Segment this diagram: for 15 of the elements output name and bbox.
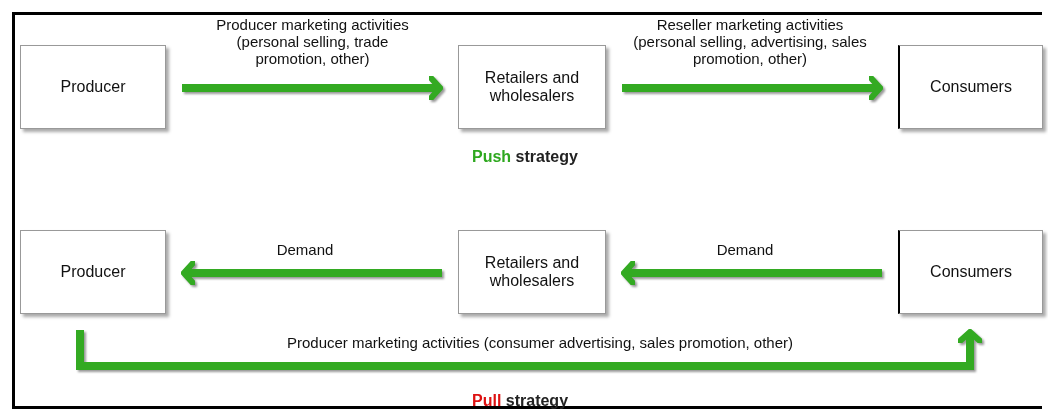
process-box: [458, 45, 606, 129]
box-label: Retailers and wholesalers: [483, 254, 581, 290]
process-box: [20, 230, 166, 314]
box-label: Producer: [60, 263, 126, 281]
box-label: Consumers: [930, 78, 1012, 96]
box-label: Consumers: [930, 263, 1012, 281]
process-box: [898, 45, 1043, 129]
strategy-title: Push strategy: [472, 148, 578, 166]
box-label: Retailers and wholesalers: [483, 69, 581, 105]
process-box: [20, 45, 166, 129]
box-label: Producer: [60, 78, 126, 96]
strategy-title: Pull strategy: [472, 392, 569, 410]
process-box: [458, 230, 606, 314]
process-box: [898, 230, 1043, 314]
arrow: [76, 329, 983, 370]
